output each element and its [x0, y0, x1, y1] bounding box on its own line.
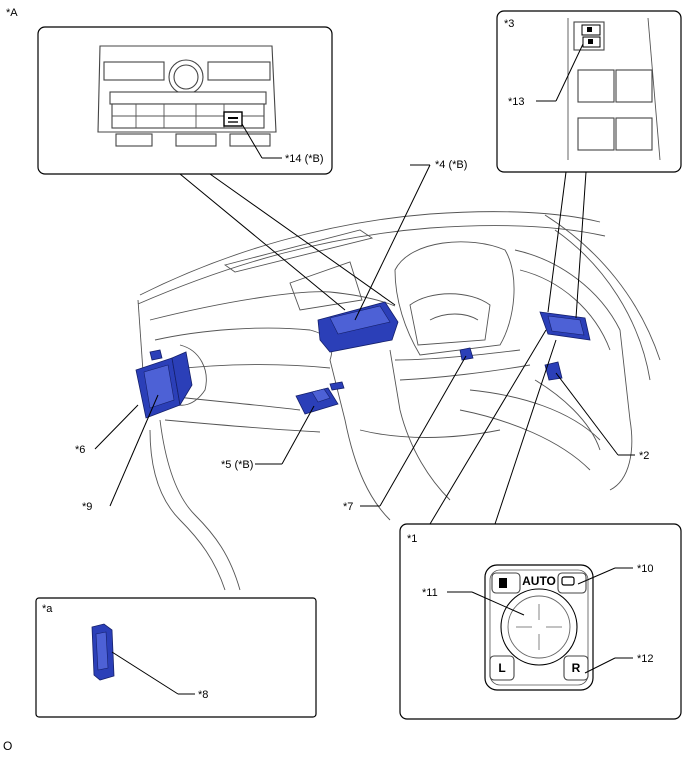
callout-3: *3	[504, 18, 514, 30]
callout-9: *9	[82, 501, 92, 513]
inset-a	[35, 597, 317, 718]
inset-center-panel	[37, 26, 396, 311]
inset-window-switch	[496, 10, 682, 319]
auto-label: AUTO	[522, 574, 556, 588]
leader-lines	[94, 164, 635, 507]
callout-14: *14 (*B)	[285, 153, 324, 165]
part-5-face	[311, 388, 331, 403]
callout-labels: *3 *13 *14 (*B) *4 (*B) *6 *5 (*B) *2 *9…	[42, 18, 654, 701]
figure-label: *A	[6, 7, 18, 19]
callout-4: *4 (*B)	[435, 159, 467, 171]
callout-10: *10	[637, 563, 654, 575]
part-5-connector	[329, 381, 345, 391]
left-label: L	[498, 661, 505, 675]
callout-5: *5 (*B)	[221, 459, 253, 471]
part-6-face	[143, 364, 175, 409]
footer-mark: O	[3, 739, 12, 753]
part-4-top	[329, 305, 391, 335]
callout-13: *13	[508, 96, 525, 108]
callout-1: *1	[407, 533, 417, 545]
callout-12: *12	[637, 653, 654, 665]
callout-a: *a	[42, 603, 53, 615]
callout-8: *8	[198, 689, 208, 701]
highlighted-parts	[135, 301, 591, 419]
part-9-bracket	[171, 351, 193, 407]
right-label: R	[572, 661, 581, 675]
part-switch-face	[547, 315, 585, 336]
callout-11: *11	[422, 587, 438, 599]
part-8-face	[95, 631, 109, 671]
callout-6: *6	[75, 444, 85, 456]
callout-2: *2	[639, 450, 649, 462]
callout-7: *7	[343, 501, 353, 513]
inset-mirror-switch: AUTO L R	[399, 329, 682, 720]
part-7	[459, 347, 474, 361]
part-6-connector	[149, 349, 163, 361]
